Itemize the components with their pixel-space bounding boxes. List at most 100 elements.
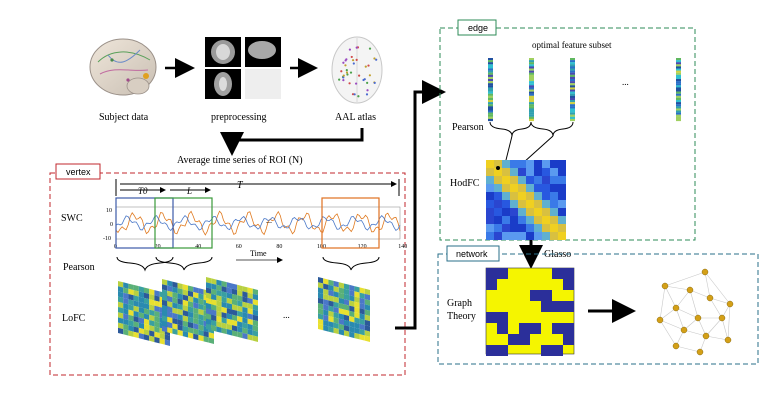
feature-bar-segment (529, 70, 534, 73)
feature-bar-segment (570, 79, 575, 82)
lofc-cell (349, 305, 355, 313)
lofc-cell (344, 330, 350, 337)
feature-bar-segment (488, 100, 493, 103)
lofc-cell (128, 304, 134, 311)
hodfc-cell (502, 176, 510, 184)
network-edge (664, 285, 691, 291)
lofc-cell (221, 296, 227, 303)
lofc-cell (128, 325, 134, 332)
roi-caption: Average time series of ROI (N) (177, 155, 303, 166)
lofc-cell (359, 308, 365, 315)
lofc-cell (247, 313, 253, 320)
lofc-cell (154, 290, 160, 297)
hodfc-cell (510, 232, 518, 240)
lofc-cell (247, 318, 253, 326)
lofc-cell (318, 282, 324, 289)
feature-bar (488, 58, 493, 122)
lofc-cell (144, 292, 150, 300)
lofc-cell (216, 289, 222, 297)
aal-atlas-image (331, 36, 383, 104)
lofc-cell (242, 322, 248, 329)
network-edge (675, 307, 685, 331)
glasso-cell (563, 279, 574, 290)
lofc-cell (193, 333, 199, 341)
lofc-cell (216, 326, 222, 333)
feature-bar-segment (570, 100, 575, 103)
feature-bar-segment (529, 102, 534, 105)
feature-bar-segment (488, 93, 493, 96)
feature-bar-segment (570, 66, 575, 69)
lofc-cell (144, 313, 150, 320)
atlas-roi-dot (340, 70, 343, 73)
lofc-cell (252, 304, 258, 311)
glasso-cell (552, 323, 563, 334)
lofc-cell (206, 292, 212, 300)
glasso-label: Glasso (544, 249, 571, 260)
lofc-cell (211, 304, 217, 311)
lofc-cell (328, 295, 334, 302)
lofc-cell (172, 317, 178, 325)
lofc-cell (338, 282, 344, 289)
graph-label-line1: Graph (447, 298, 472, 309)
hodfc-cell (494, 200, 502, 208)
atlas-roi-dot (352, 62, 355, 65)
feature-bar-segment (570, 72, 575, 75)
lofc-cell (128, 288, 134, 296)
hodfc-cell (558, 232, 566, 240)
glasso-cell (519, 323, 530, 334)
network-node (696, 348, 704, 356)
lofc-cell (164, 339, 170, 346)
x-tick-label: 80 (276, 244, 282, 250)
atlas-roi-dot (368, 74, 371, 77)
atlas-roi-dot (345, 69, 348, 72)
lofc-cell (318, 313, 324, 320)
hodfc-cell (534, 216, 542, 224)
lofc-cell (318, 292, 324, 300)
atlas-roi-dot (342, 74, 345, 77)
glasso-cell (486, 268, 497, 279)
lofc-cell (211, 319, 217, 327)
lofc-cell (221, 306, 227, 314)
lofc-cell (211, 278, 217, 285)
lofc-cell (232, 309, 238, 316)
lofc-cell (232, 288, 238, 296)
hodfc-cell (550, 168, 558, 176)
hodfc-cell (494, 224, 502, 232)
feature-bar-segment (488, 83, 493, 86)
feature-bar-segment (676, 106, 681, 109)
lofc-matrix (162, 279, 214, 344)
lofc-cell (221, 327, 227, 335)
atlas-roi-dot (342, 76, 345, 79)
lofc-matrix (318, 277, 370, 342)
lofc-cell (128, 330, 134, 337)
hodfc-cell (542, 200, 550, 208)
lofc-cell (349, 321, 355, 328)
glasso-cell (541, 301, 552, 312)
feature-bar-segment (570, 118, 575, 122)
lofc-cell (349, 284, 355, 292)
y-tick-neg10: -10 (103, 236, 111, 242)
lofc-cell (128, 314, 134, 322)
lofc-cell (149, 293, 155, 301)
lofc-cell (123, 329, 129, 336)
lofc-cell (328, 279, 334, 287)
feature-bar-segment (676, 83, 681, 86)
lofc-cell (133, 305, 139, 313)
atlas-roi-dot (357, 95, 360, 98)
lofc-cell (328, 300, 334, 307)
hodfc-cell (518, 176, 526, 184)
feature-bar-segment (529, 83, 534, 86)
lofc-cell (364, 335, 370, 342)
lofc-cell (198, 293, 204, 300)
lofc-cell (242, 306, 248, 314)
lofc-cell (198, 314, 204, 321)
network-edge (705, 335, 729, 341)
hodfc-cell (534, 168, 542, 176)
glasso-matrix (485, 267, 575, 356)
lofc-cell (188, 306, 194, 313)
lofc-cell (318, 277, 324, 284)
lofc-cell (226, 308, 232, 315)
lofc-cell (188, 290, 194, 298)
lofc-cell (338, 292, 344, 300)
lofc-cell (354, 322, 360, 329)
